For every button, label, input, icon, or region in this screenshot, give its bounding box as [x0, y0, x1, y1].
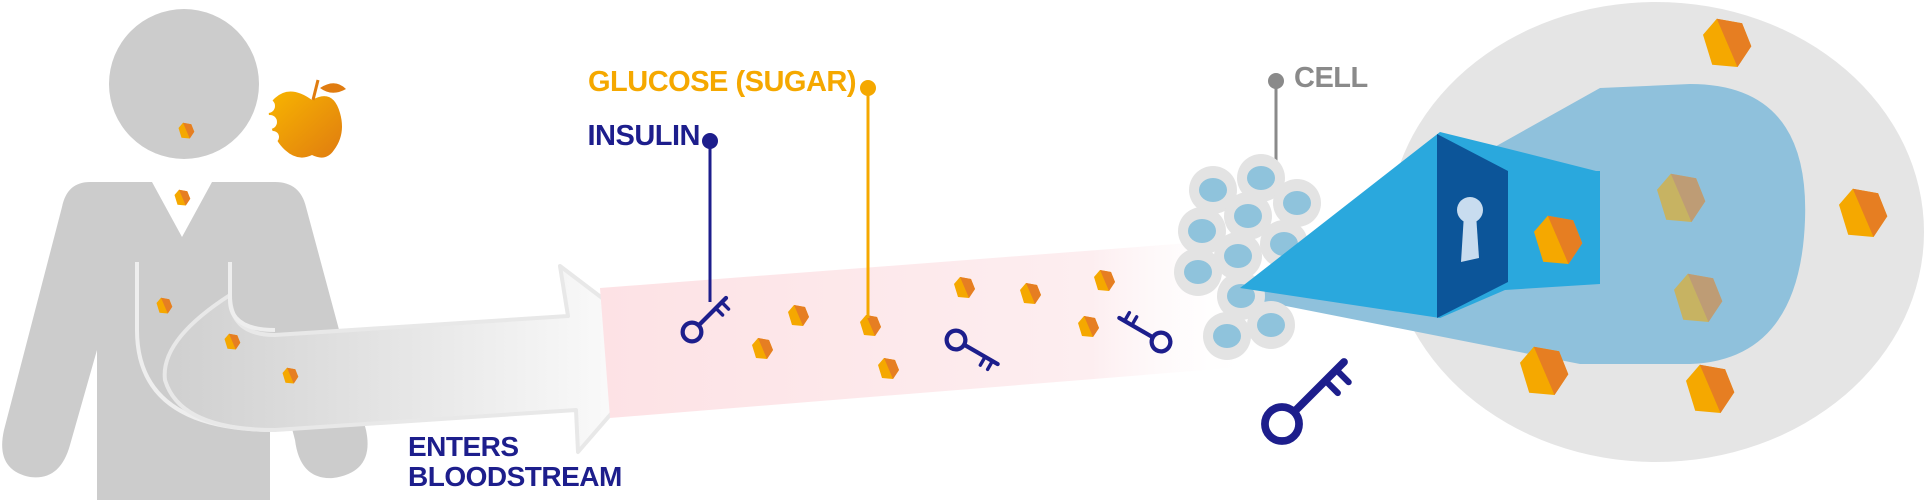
cell-icon	[1189, 166, 1237, 214]
glucose-pointer	[860, 80, 876, 318]
bloodstream-band	[600, 238, 1255, 418]
cell-pointer	[1268, 73, 1284, 165]
cell-label: CELL	[1294, 62, 1368, 94]
insulin-label: INSULIN	[587, 120, 701, 152]
enters-line-2: BLOODSTREAM	[408, 461, 622, 492]
keyhole-door-icon	[1437, 134, 1600, 318]
bitten-apple-icon	[261, 79, 346, 158]
glucose-label: GLUCOSE (SUGAR)	[588, 66, 857, 98]
cell-cluster	[1174, 154, 1321, 360]
bloodstream-arrow	[162, 264, 670, 454]
insulin-pointer	[702, 133, 718, 302]
enters-bloodstream-label: ENTERS BLOODSTREAM	[408, 432, 622, 492]
enters-line-1: ENTERS	[408, 431, 519, 462]
